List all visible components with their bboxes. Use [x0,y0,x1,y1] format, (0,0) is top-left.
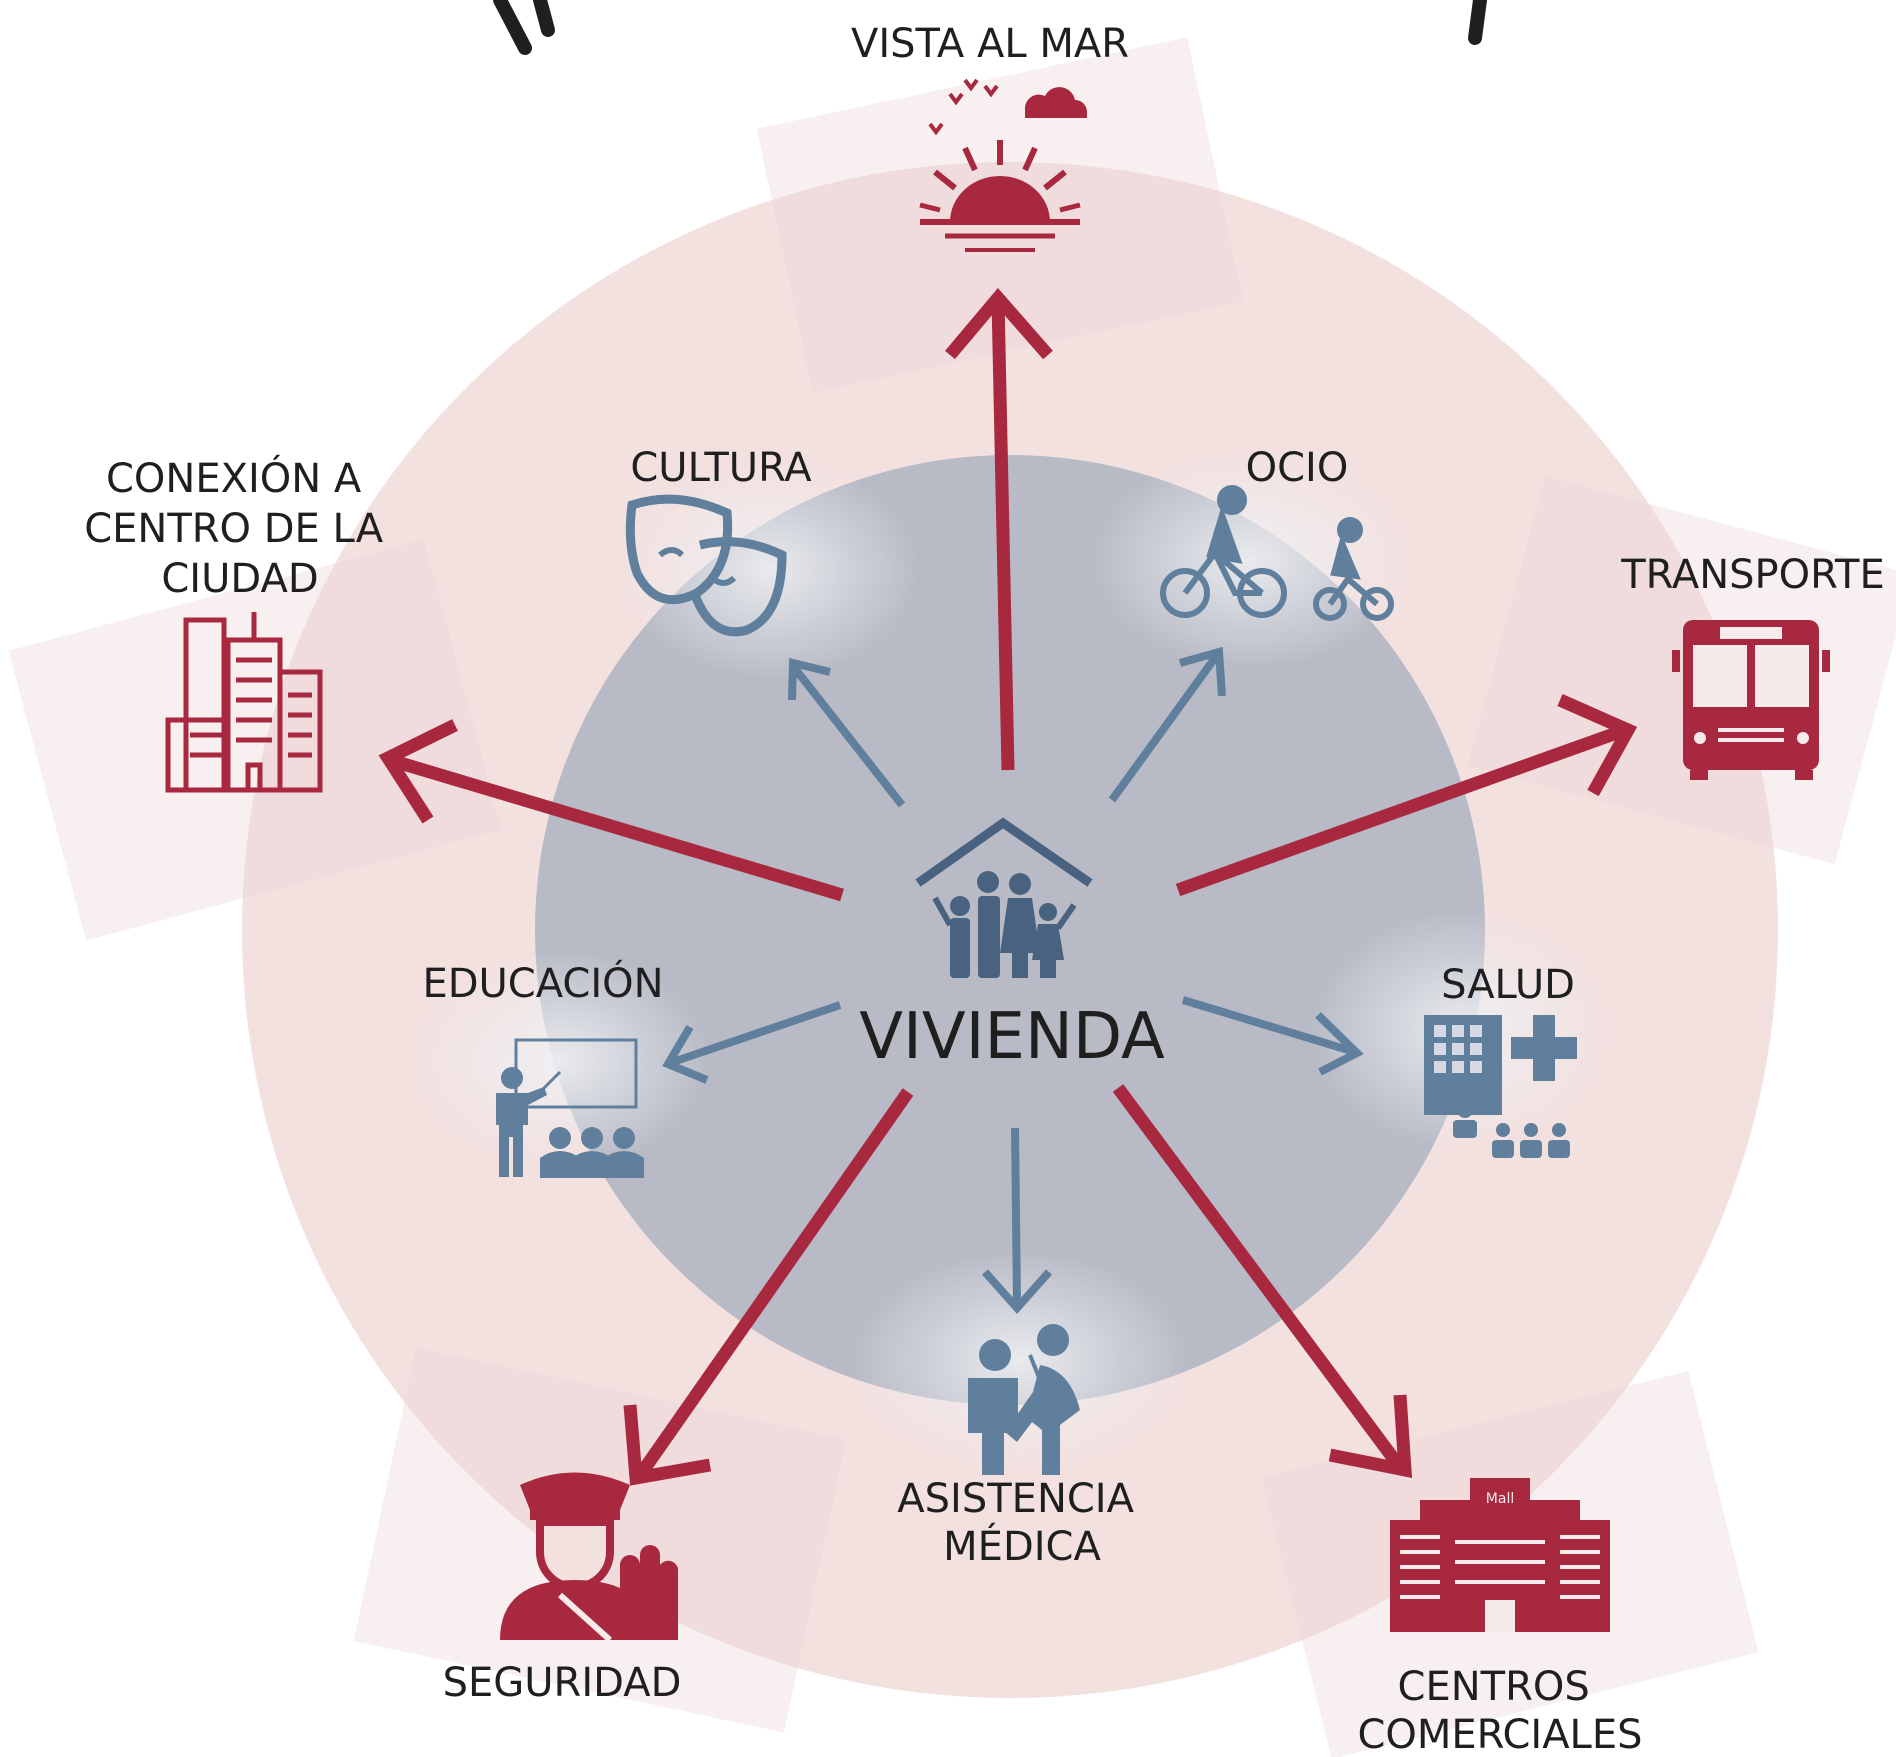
outer-arrows [378,288,1638,1486]
vista-label: VISTA AL MAR [851,21,1129,67]
arrow-to-asistencia [982,1127,1052,1315]
arrow-to-transporte [1175,694,1638,897]
ocio-label: OCIO [1246,445,1349,491]
arrow-to-conexion [378,719,844,902]
arrow-to-seguridad [623,1088,914,1486]
arrow-to-educacion [662,1001,842,1084]
center-label: VIVIENDA [859,1000,1165,1074]
sunset-icon [919,78,1087,252]
bicycles-icon [1160,485,1394,621]
centros-label: CENTROS COMERCIALES [1357,1664,1642,1757]
arrow-to-salud [1181,996,1364,1076]
hospital-icon [1424,1015,1577,1158]
arrow-to-cultura [788,657,906,808]
arrow-to-centros [1112,1084,1413,1479]
educacion-label: EDUCACIÓN [422,959,663,1007]
city-buildings-icon [165,612,323,793]
arrow-to-ocio [1108,646,1226,803]
inner-arrows [662,646,1364,1315]
classroom-icon [496,1038,644,1178]
theater-masks-icon [625,494,787,637]
conexion-label: CONEXIÓN A CENTRO DE LA CIUDAD [84,454,396,602]
medical-care-icon [968,1324,1080,1475]
cultura-label: CULTURA [630,445,812,491]
inner-cloud-tiles [410,450,1610,1470]
title-fragment [493,0,1487,55]
salud-label: SALUD [1441,962,1575,1008]
police-officer-icon [500,1472,678,1643]
mall-icon: Mall [1390,1478,1610,1632]
asistencia-label: ASISTENCIA MÉDICA [897,1476,1146,1570]
transporte-label: TRANSPORTE [1620,552,1884,598]
family-house-icon [915,817,1093,978]
seguridad-label: SEGURIDAD [443,1660,682,1706]
mall-sign: Mall [1486,1491,1514,1507]
bus-icon [1672,620,1830,780]
arrow-to-vista [945,288,1053,771]
